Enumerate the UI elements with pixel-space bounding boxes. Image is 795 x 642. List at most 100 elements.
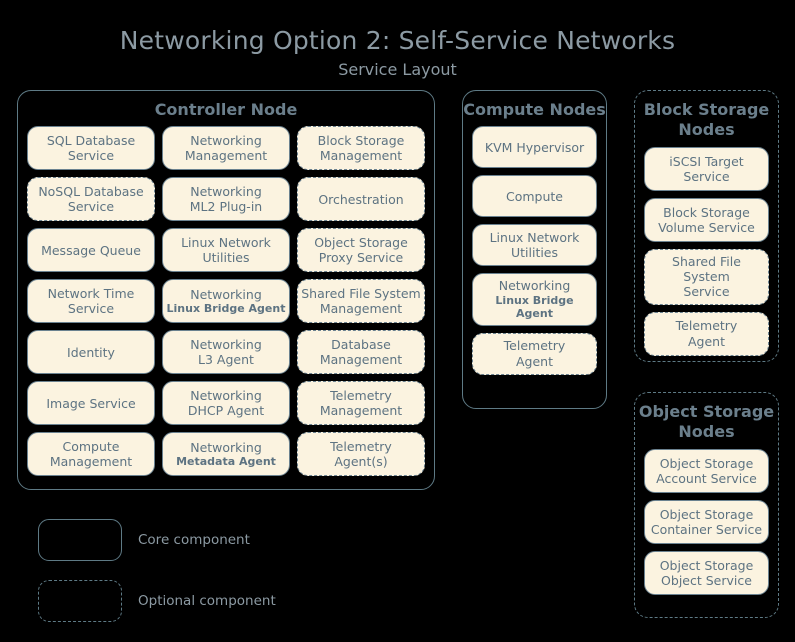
service-box-label-primary: Image Service: [46, 395, 136, 411]
service-box-label-primary: Shared File System: [672, 253, 741, 285]
service-box-label-primary: Networking: [190, 287, 262, 303]
service-box-label-primary: Database: [331, 337, 391, 353]
legend-optional: Optional component: [38, 580, 276, 622]
service-box-label-primary: NoSQL Database: [38, 184, 144, 200]
service-box-label-primary: Networking: [190, 440, 262, 456]
service-box-label-secondary: Management: [319, 301, 403, 317]
service-box-label-secondary: Management: [319, 148, 403, 164]
service-box-label-primary: Object Storage: [659, 455, 754, 471]
service-box-label-secondary: DHCP Agent: [187, 403, 265, 419]
service-box-label-primary: Telemetry: [330, 439, 392, 455]
service-box-label-primary: Shared File System: [301, 286, 421, 302]
service-box-label-secondary: Service: [67, 199, 115, 215]
legend-label-optional: Optional component: [138, 593, 276, 609]
service-box-label-secondary: Service: [683, 168, 730, 184]
service-box-label-secondary: Management: [319, 403, 403, 419]
service-box-label-secondary: Metadata Agent: [176, 455, 276, 469]
service-box-label-primary: Orchestration: [318, 191, 404, 207]
service-box-label-primary: Telemetry: [330, 388, 392, 404]
node-group-title-block-storage: Block Storage Nodes: [643, 100, 770, 140]
service-box: Identity: [27, 330, 155, 375]
legend-swatch-optional: [38, 580, 122, 622]
service-box-label-primary: Network Time: [47, 286, 135, 302]
service-box-label-secondary: Service: [683, 284, 730, 300]
service-box-label-primary: Object Storage: [659, 506, 754, 522]
service-box: KVM Hypervisor: [472, 126, 597, 169]
service-box-label-secondary: ML2 Plug-in: [189, 199, 263, 215]
service-box-label-primary: Networking: [190, 133, 262, 149]
service-box-label-primary: Linux Network: [489, 230, 580, 246]
service-box-label-secondary: Volume Service: [658, 219, 755, 235]
service-box-label-primary: Telemetry: [503, 338, 566, 354]
service-box-label-primary: Networking: [190, 184, 262, 200]
service-box-label-secondary: Agent: [516, 353, 553, 369]
service-box-label-secondary: Container Service: [650, 521, 763, 537]
service-box-label-secondary: Management: [49, 454, 133, 470]
service-box: Compute: [472, 175, 597, 218]
service-box-label-primary: Compute: [62, 439, 120, 455]
service-box-label-primary: Block Storage: [663, 204, 750, 220]
service-box-label-primary: Message Queue: [41, 242, 141, 258]
page-title: Networking Option 2: Self-Service Networ…: [119, 26, 676, 55]
service-box-label-primary: Telemetry: [675, 318, 738, 334]
node-group-title-controller: Controller Node: [154, 100, 298, 119]
service-box-label-primary: Object Storage: [659, 557, 754, 573]
service-box-label-primary: Object Storage: [314, 235, 408, 251]
legend-swatch-core: [38, 519, 122, 561]
service-box-label-secondary: L3 Agent: [198, 352, 254, 368]
service-box-label-primary: Networking: [498, 278, 571, 294]
service-box-label-secondary: Linux Bridge Agent: [166, 302, 286, 316]
node-group-title-object-storage: Object Storage Nodes: [638, 402, 775, 442]
node-group-title-compute: Compute Nodes: [463, 100, 606, 119]
service-box-label-primary: Linux Network: [181, 235, 271, 251]
service-box-label-primary: SQL Database: [46, 133, 136, 149]
service-box-label-secondary: Linux Bridge Agent: [495, 293, 574, 321]
service-box-label-secondary: Agent: [688, 333, 725, 349]
legend-core: Core component: [38, 519, 250, 561]
legend-label-core: Core component: [138, 532, 250, 548]
service-box-label-secondary: Utilities: [202, 250, 250, 266]
service-box-label-primary: KVM Hypervisor: [484, 139, 585, 155]
service-box-label-secondary: Account Service: [656, 470, 757, 486]
service-box: Message Queue: [27, 228, 155, 273]
service-box-label-secondary: Object Service: [661, 572, 752, 588]
service-box-label-secondary: Service: [67, 148, 115, 164]
service-box-label-primary: Networking: [190, 388, 262, 404]
service-box-label-secondary: Utilities: [510, 245, 559, 261]
service-box-label-secondary: Management: [184, 148, 268, 164]
service-box: Orchestration: [297, 177, 425, 222]
service-box-label-primary: Compute: [505, 188, 563, 204]
service-box-label-primary: Networking: [190, 337, 262, 353]
